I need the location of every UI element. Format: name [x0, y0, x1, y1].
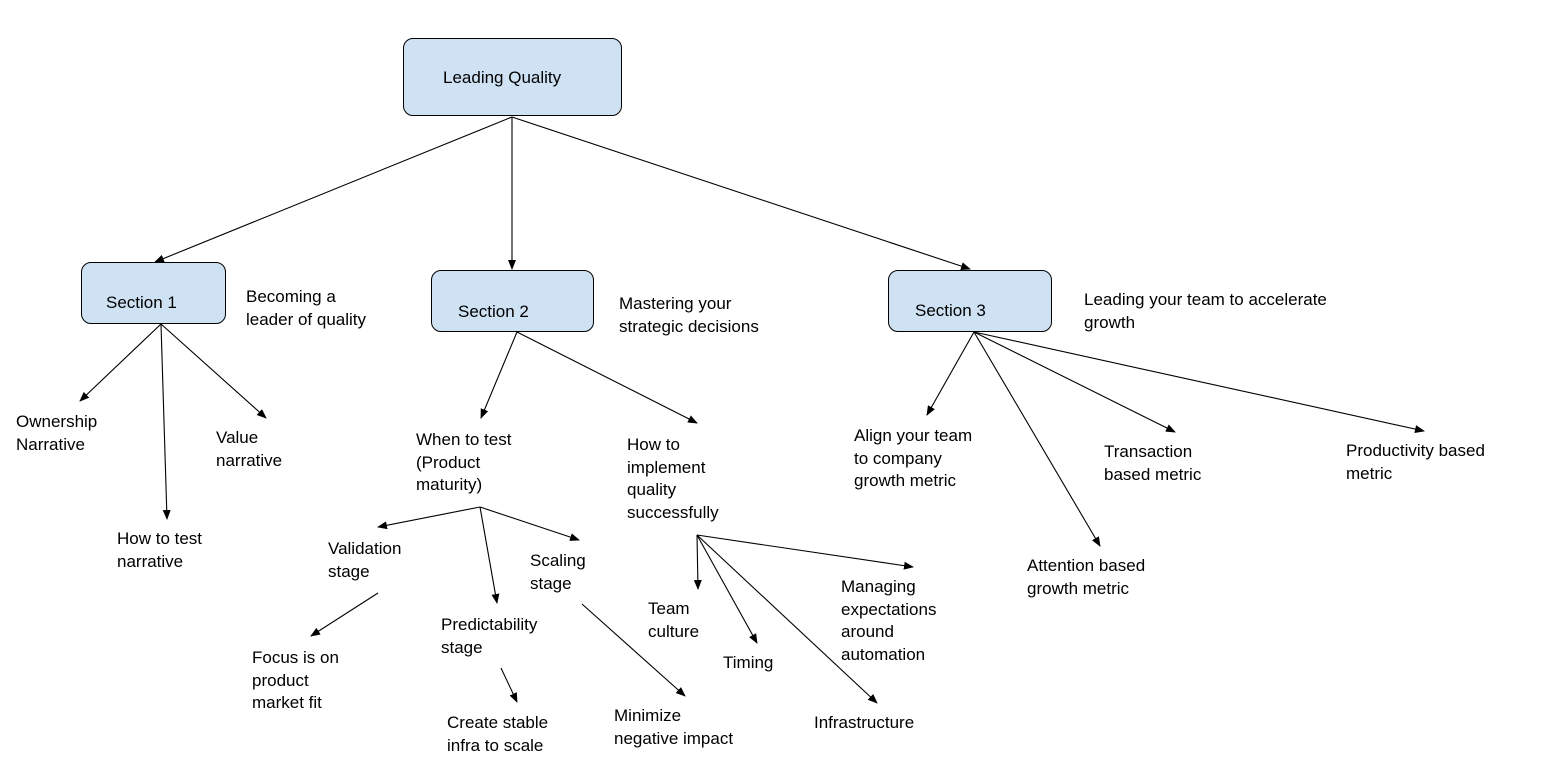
edge-implement-managing: [696, 534, 914, 570]
edge-when-to-test-scaling: [479, 506, 580, 541]
infrastructure-label: Infrastructure: [814, 713, 915, 732]
edge-implement-timing: [696, 534, 758, 644]
section-1-label: Section 1: [106, 293, 177, 312]
predictability-stage-label: Predictability stage: [441, 615, 538, 657]
edge-section1-ownership: [79, 323, 162, 402]
section-2-subtitle: Mastering your strategic decisions: [619, 294, 759, 336]
root-node: Leading Quality: [403, 38, 622, 116]
section-1-subtitle: Becoming a leader of quality: [246, 287, 367, 329]
edge-when-to-test-predictability: [479, 506, 500, 604]
how-to-test-narrative-label: How to test narrative: [117, 529, 203, 571]
edge-section1-how-to-test: [160, 323, 171, 520]
edge-section1-value: [160, 323, 267, 419]
edge-section3-transaction: [973, 331, 1176, 433]
edge-scaling-minimize: [581, 603, 686, 697]
edge-section3-align: [926, 331, 975, 416]
edge-section2-when-to-test: [480, 331, 518, 419]
attention-based-metric-label: Attention based growth metric: [1027, 556, 1146, 598]
when-to-test-label: When to test (Product maturity): [416, 430, 512, 494]
section-3-subtitle: Leading your team to accelerate growth: [1084, 290, 1327, 332]
validation-stage-label: Validation stage: [328, 539, 402, 581]
productivity-based-metric-label: Productivity based metric: [1346, 441, 1485, 483]
edge-implement-infrastructure: [696, 534, 878, 704]
edge-root-section3: [511, 116, 971, 270]
section-3-label: Section 3: [915, 301, 986, 320]
section-2-label: Section 2: [458, 302, 529, 321]
team-culture-label: Team culture: [648, 599, 700, 641]
edge-predictability-create: [500, 667, 518, 703]
how-to-implement-label: How to implement quality successfully: [627, 435, 719, 522]
timing-label: Timing: [723, 653, 774, 672]
section-2-node: Section 2: [431, 270, 594, 332]
value-narrative-label: Value narrative: [216, 428, 283, 470]
edge-section3-productivity: [973, 331, 1425, 433]
align-team-growth-metric-label: Align your team to company growth metric: [854, 426, 973, 490]
edge-validation-focus: [310, 592, 379, 637]
root-node-label: Leading Quality: [443, 68, 562, 87]
section-1-node: Section 1: [81, 262, 226, 324]
transaction-based-metric-label: Transaction based metric: [1104, 442, 1202, 484]
edge-section3-attention: [973, 331, 1101, 547]
edge-root-section1: [154, 116, 513, 263]
edge-section2-how-to-implement: [516, 331, 698, 424]
section-3-node: Section 3: [888, 270, 1052, 332]
focus-product-market-fit-label: Focus is on product market fit: [252, 648, 339, 712]
minimize-negative-impact-label: Minimize negative impact: [614, 706, 734, 748]
scaling-stage-label: Scaling stage: [530, 551, 586, 593]
create-stable-infra-label: Create stable infra to scale: [447, 713, 549, 755]
edge-when-to-test-validation: [377, 506, 481, 530]
edge-implement-team-culture: [693, 534, 702, 590]
ownership-narrative-label: Ownership Narrative: [16, 412, 98, 454]
managing-expectations-label: Managing expectations around automation: [841, 577, 937, 664]
